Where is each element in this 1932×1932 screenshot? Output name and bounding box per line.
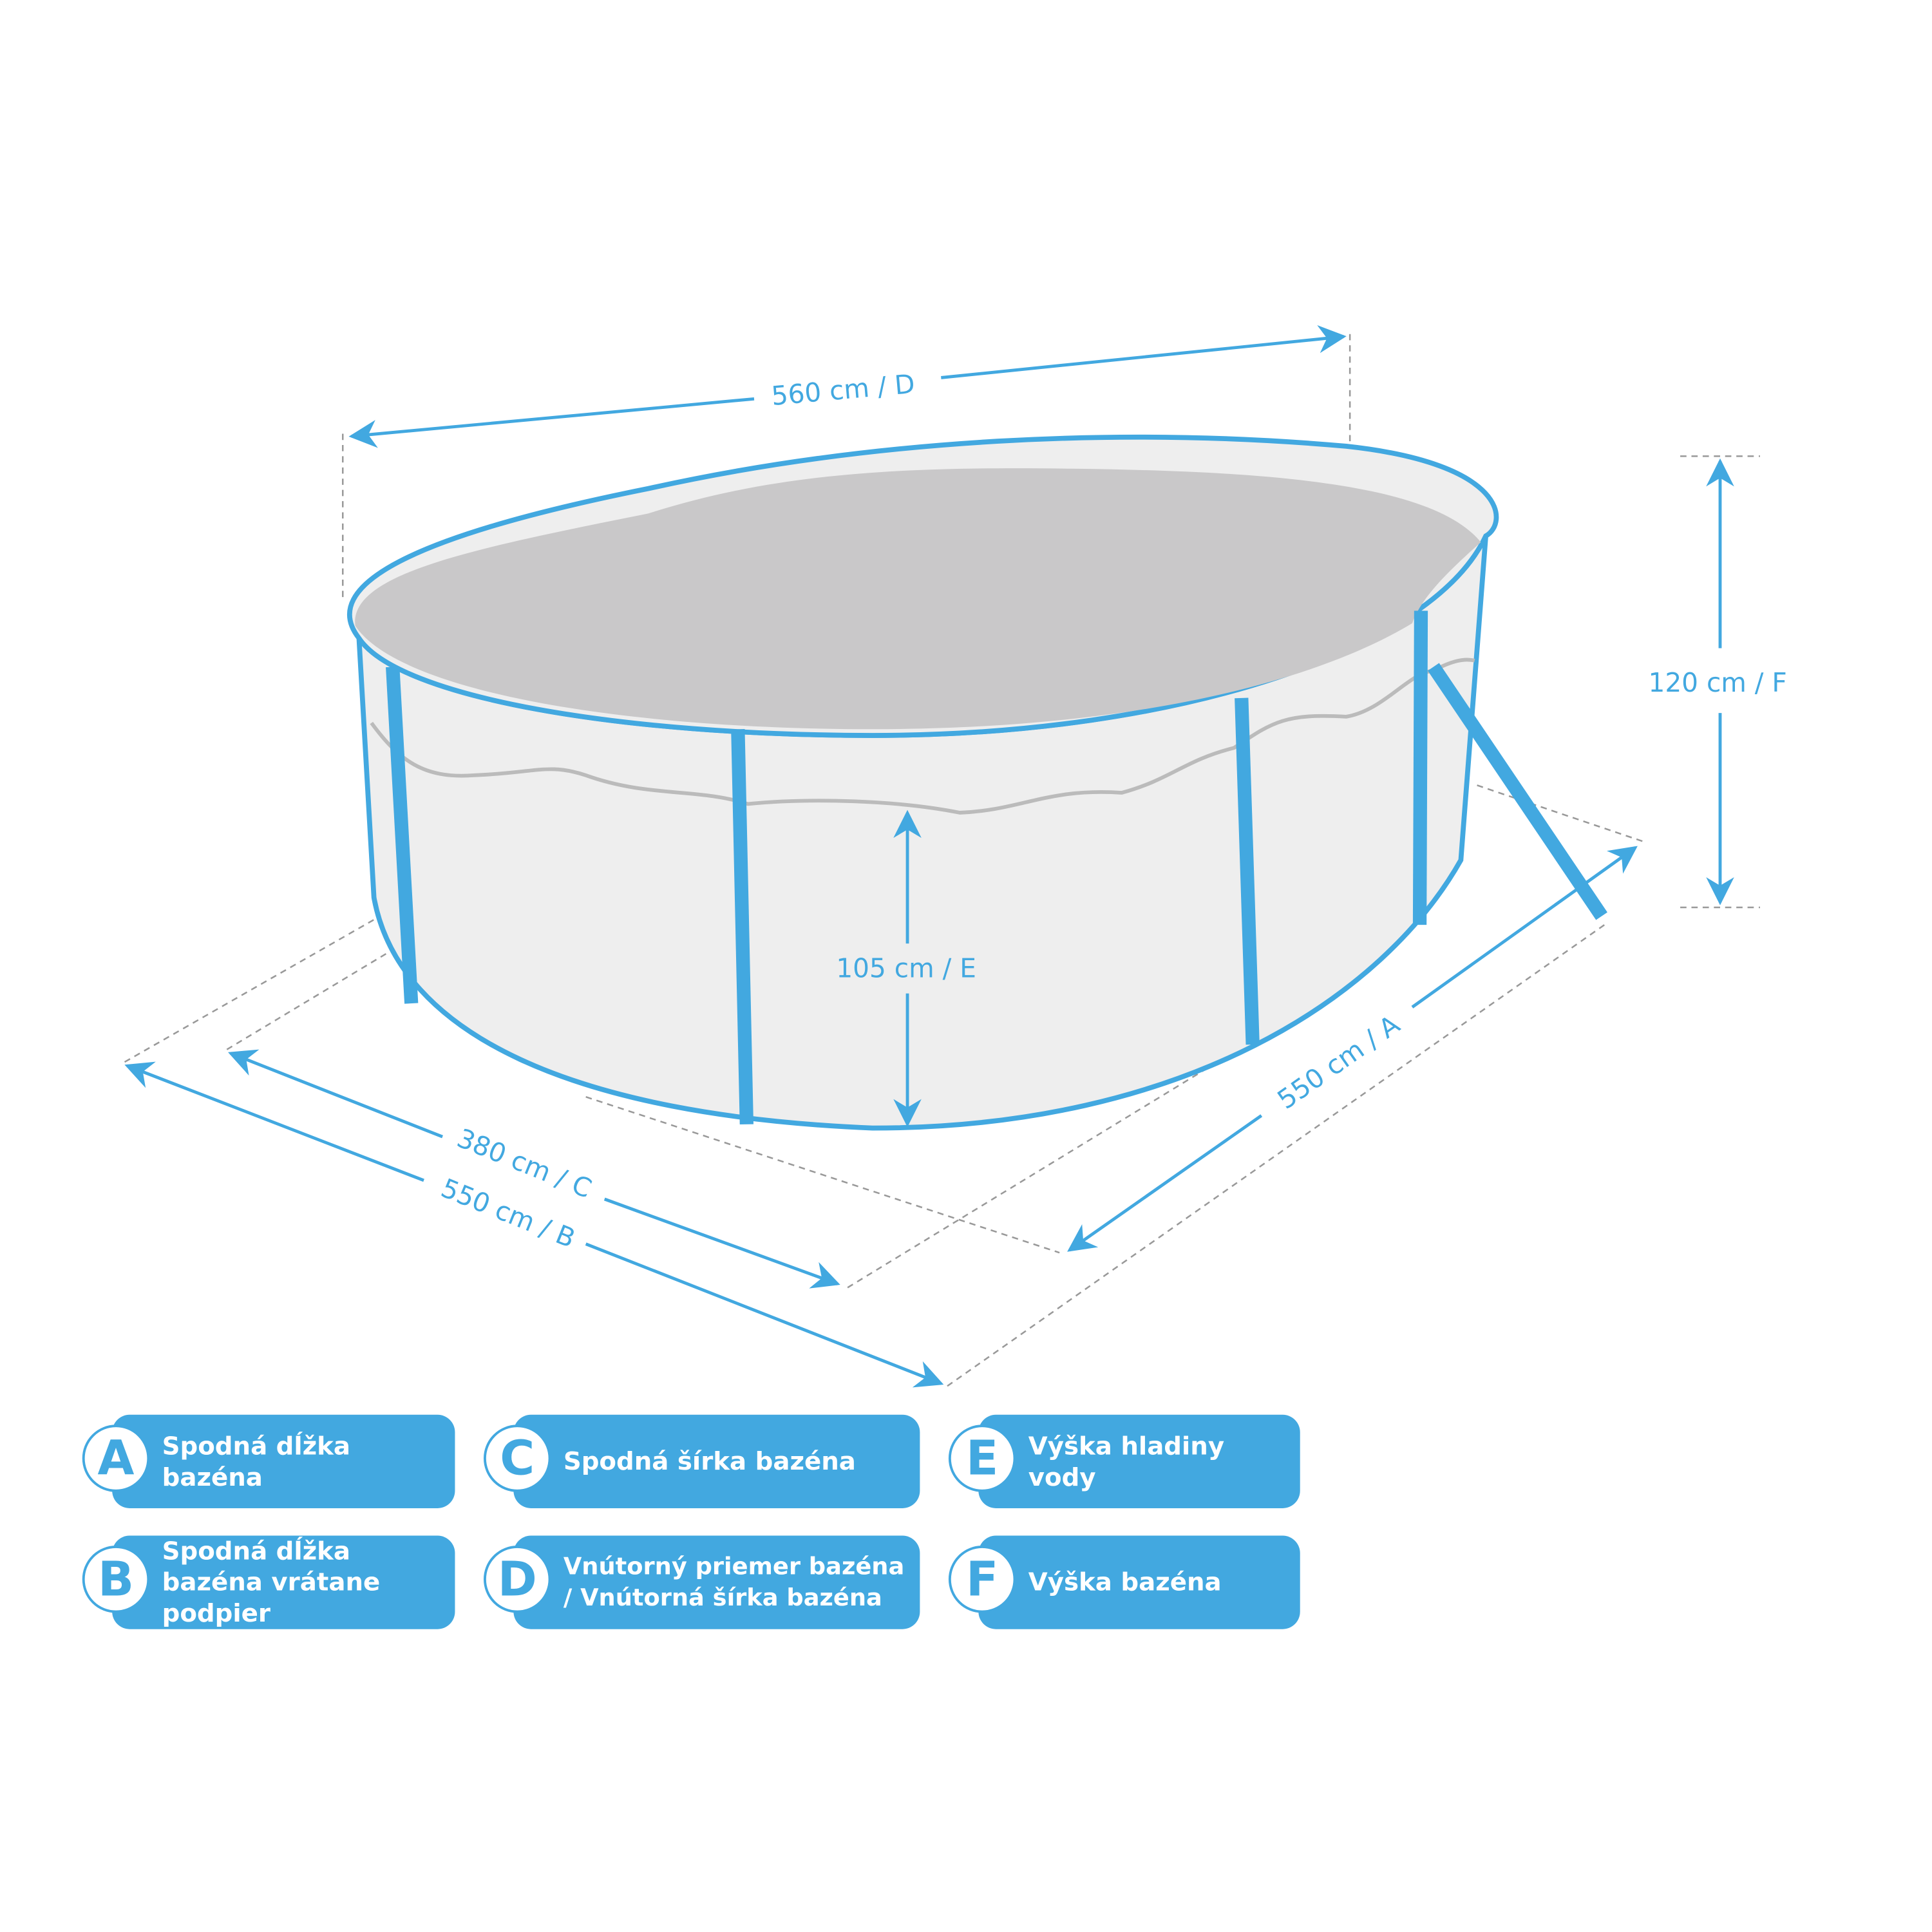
legend-badge: E xyxy=(948,1425,1016,1492)
legend-text: Spodná dĺžka bazéna xyxy=(162,1430,351,1492)
dimension-label-e: 105 cm / E xyxy=(836,952,976,983)
legend-item-e: E Výška hladiny vody xyxy=(948,1414,1300,1508)
legend-item-c: C Spodná šírka bazéna xyxy=(483,1414,920,1508)
water-line xyxy=(370,658,1475,815)
dimension-label-d: 560 cm / D xyxy=(770,368,916,412)
legend-item-b: B Spodná dĺžka bazéna vrátane podpier xyxy=(82,1535,455,1629)
legend-text: Výška hladiny vody xyxy=(1028,1430,1225,1492)
legend-text: Spodná dĺžka bazéna vrátane podpier xyxy=(162,1535,381,1628)
legend-item-d: D Vnútorný priemer bazéna / Vnútorná šír… xyxy=(483,1535,920,1629)
legend-text: Spodná šírka bazéna xyxy=(563,1446,856,1476)
legend-item-a: A Spodná dĺžka bazéna xyxy=(82,1414,455,1508)
dimension-lines xyxy=(124,325,1734,1388)
ground-guides xyxy=(124,334,1760,1387)
dimension-label-f: 120 cm / F xyxy=(1648,667,1786,698)
legend-badge: F xyxy=(948,1546,1016,1613)
legend-text: Výška bazéna xyxy=(1028,1566,1222,1597)
legend-badge: C xyxy=(483,1425,551,1492)
legend-badge: B xyxy=(82,1546,150,1613)
legend-item-f: F Výška bazéna xyxy=(948,1535,1300,1629)
legend-text: Vnútorný priemer bazéna / Vnútorná šírka… xyxy=(563,1552,905,1611)
pool-cover xyxy=(355,468,1481,730)
support-posts xyxy=(386,611,1607,1125)
legend-badge: D xyxy=(483,1546,551,1613)
legend-badge: A xyxy=(82,1425,150,1492)
